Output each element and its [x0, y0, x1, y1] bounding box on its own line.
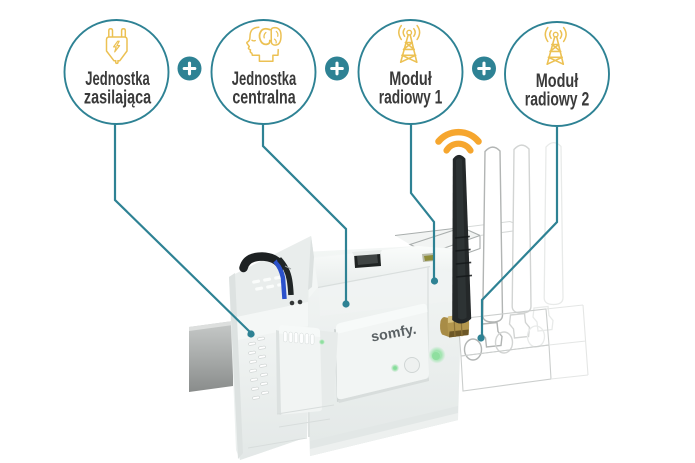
svg-text:radiowy 2: radiowy 2	[525, 87, 589, 110]
svg-text:Moduł: Moduł	[536, 69, 579, 92]
svg-text:centralna: centralna	[232, 85, 296, 108]
svg-text:Jednostka: Jednostka	[232, 67, 297, 89]
svg-text:Jednostka: Jednostka	[85, 67, 150, 89]
svg-text:Moduł: Moduł	[389, 67, 432, 90]
svg-text:radiowy 1: radiowy 1	[379, 86, 443, 108]
svg-text:zasilająca: zasilająca	[84, 85, 151, 108]
